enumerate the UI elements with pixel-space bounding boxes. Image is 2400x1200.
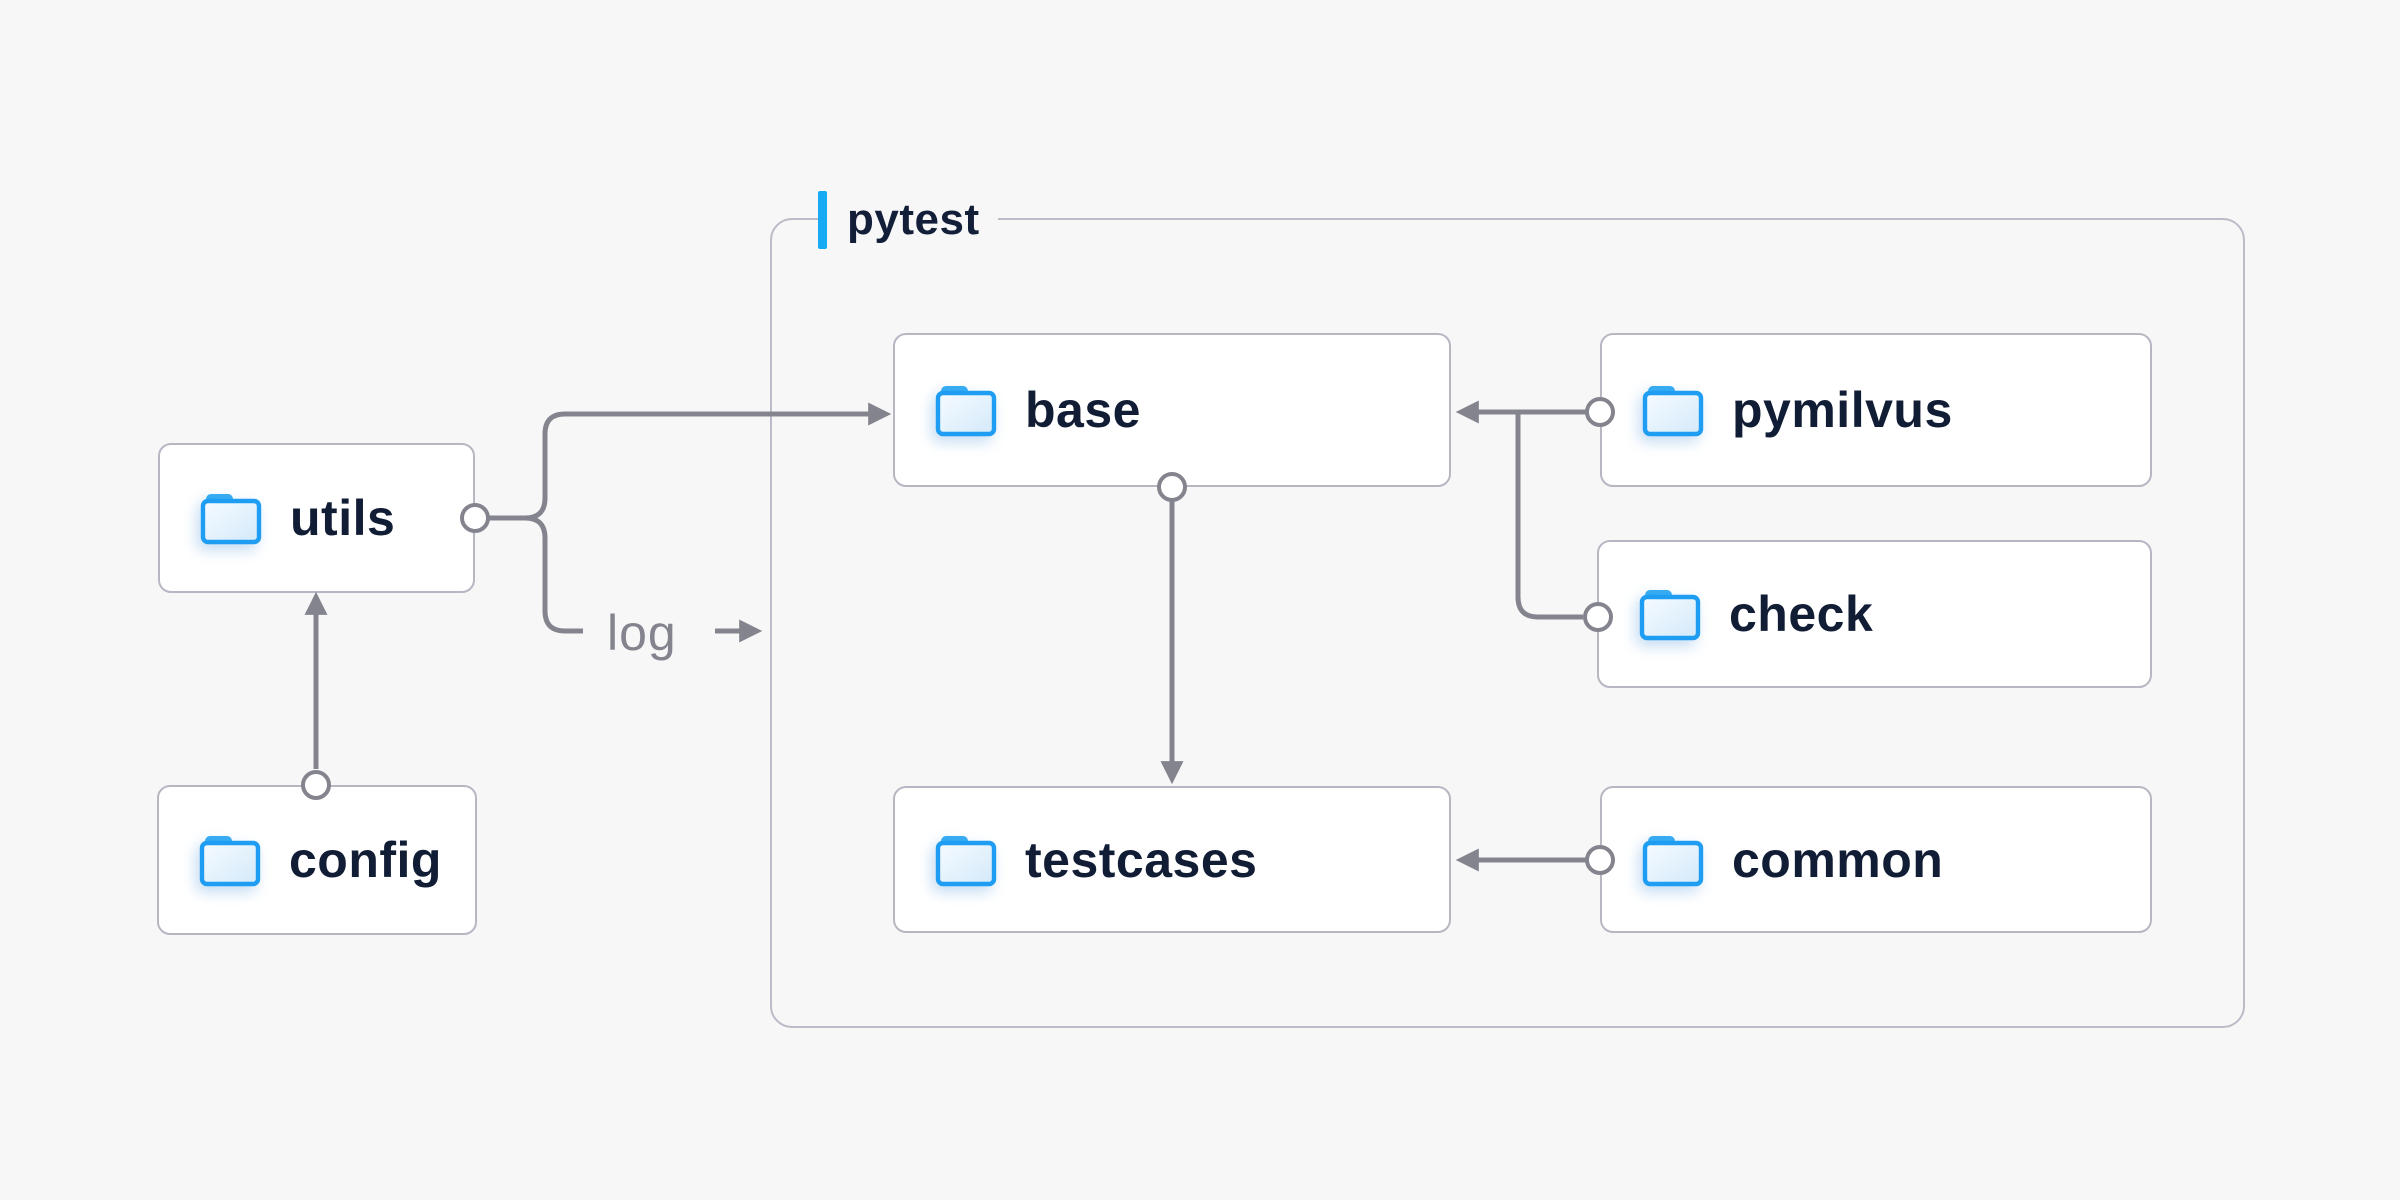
edge-label-log: log [607, 605, 677, 661]
folder-icon [1642, 833, 1704, 887]
node-check[interactable]: check [1597, 540, 2152, 688]
node-label: common [1732, 831, 1944, 888]
pytest-group-container: pytest [770, 188, 2245, 1028]
node-utils[interactable]: utils [158, 443, 475, 593]
accent-bar [818, 191, 827, 249]
folder-icon [935, 383, 997, 437]
folder-icon [199, 833, 261, 887]
node-label: config [289, 832, 442, 888]
pytest-group-title: pytest [847, 195, 980, 244]
node-label: testcases [1025, 831, 1258, 888]
folder-icon [1639, 587, 1701, 641]
node-label: base [1025, 382, 1141, 438]
node-config[interactable]: config [157, 785, 477, 935]
node-label: utils [290, 490, 396, 546]
node-pymilvus[interactable]: pymilvus [1600, 333, 2152, 487]
node-common[interactable]: common [1600, 786, 2152, 933]
node-label: pymilvus [1732, 382, 1953, 438]
folder-icon [1642, 383, 1704, 437]
edge-utils-log [524, 515, 583, 634]
node-label: check [1729, 586, 1874, 642]
node-testcases[interactable]: testcases [893, 786, 1451, 933]
pytest-group-label: pytest [818, 188, 998, 252]
node-base[interactable]: base [893, 333, 1451, 487]
folder-icon [200, 491, 262, 545]
folder-icon [935, 833, 997, 887]
